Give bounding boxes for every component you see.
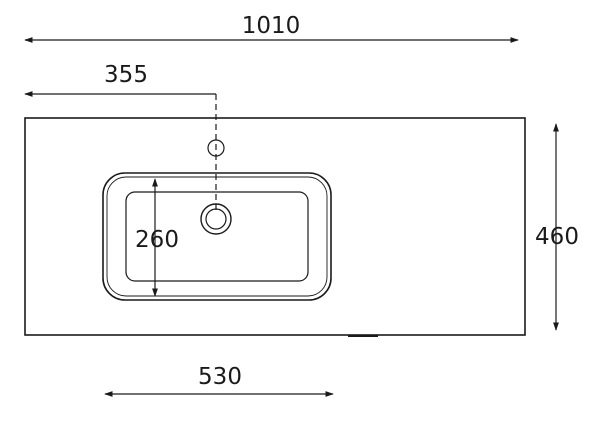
countertop-outline (24, 117, 526, 336)
overall-depth-dimension: 460 (535, 123, 579, 331)
drain-outer (200, 203, 232, 235)
tap-hole-offset-dimension: 355 (24, 62, 216, 97)
bowl-depth-dimension: 260 (135, 178, 179, 297)
basin-outer-edge (102, 172, 332, 301)
drain-inner (205, 208, 227, 230)
basin-bowl (125, 191, 309, 282)
bowl-width-label: 530 (198, 364, 242, 390)
basin-inner-edge (106, 176, 328, 297)
overall-width-label: 1010 (242, 13, 301, 39)
bowl-width-dimension: 530 (104, 364, 334, 397)
tap-hole (207, 139, 225, 157)
overall-depth-label: 460 (535, 224, 579, 250)
overall-width-dimension: 1010 (24, 13, 519, 43)
tap-hole-offset-label: 355 (104, 62, 148, 88)
bowl-depth-label: 260 (135, 227, 179, 253)
